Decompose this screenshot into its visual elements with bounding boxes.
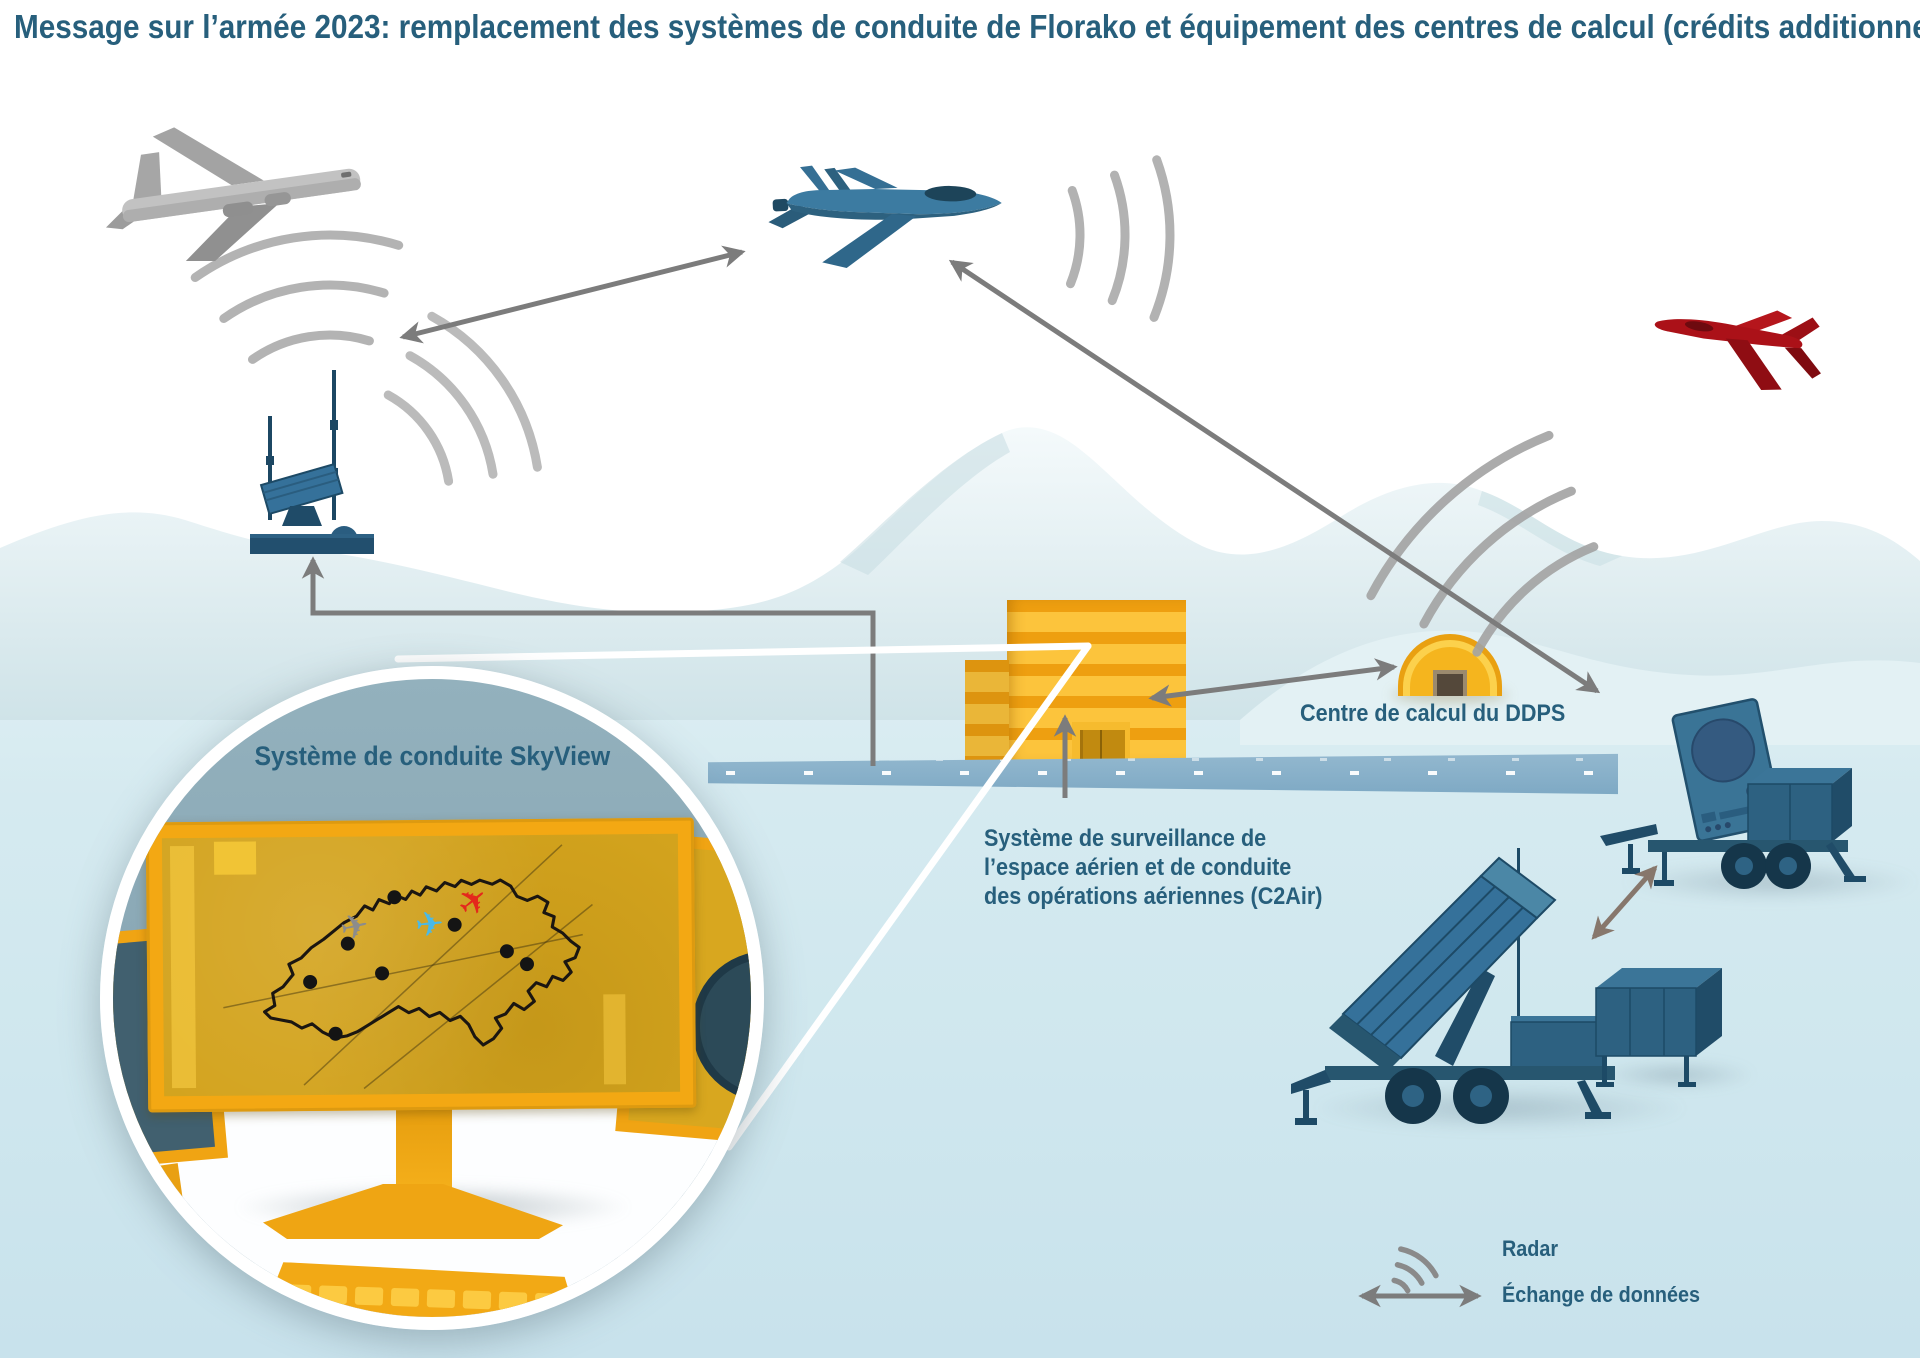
switzerland-border (263, 878, 581, 1047)
side-monitor-left-stand (113, 1163, 188, 1245)
page-title: Message sur l’armée 2023: remplacement d… (14, 8, 1920, 46)
c2air-label-line1: Système de surveillance de (984, 825, 1267, 852)
equipment-container (1595, 968, 1722, 1087)
keyboard-key (283, 1284, 312, 1303)
radar-site-dot (328, 1026, 343, 1041)
enemy-aircraft (1654, 310, 1821, 391)
florako-radar-station (250, 370, 374, 554)
keyboard-key (355, 1287, 384, 1306)
skyview-monitor: ✈ ✈ ✈ (145, 817, 697, 1113)
radar-scope-icon (685, 944, 751, 1109)
building-door (1080, 730, 1125, 762)
radar-site-dot (340, 936, 355, 951)
building-door-split (1100, 730, 1102, 762)
keyboard-key (463, 1290, 492, 1309)
map-plane-blue-icon: ✈ (413, 904, 446, 946)
keyboard-key (391, 1288, 420, 1307)
keyboard-key (499, 1292, 528, 1311)
skyview-screen: ✈ ✈ ✈ (161, 833, 681, 1097)
skyview-inset: Système de conduite SkyView (100, 666, 764, 1330)
radar-site-dot (447, 917, 462, 932)
runway-centerline (726, 770, 1600, 775)
radar-site-dots (303, 890, 534, 1041)
keyboard-key (427, 1289, 456, 1308)
runway-edge-marks (744, 758, 1600, 762)
skyview-title-text: Système de conduite SkyView (254, 741, 610, 771)
c2air-label-line3: des opérations aériennes (C2Air) (984, 883, 1323, 910)
keyboard-key (535, 1293, 564, 1312)
f35-fighter-jet (768, 165, 1002, 269)
c2air-building-annex (965, 660, 1009, 762)
patriot-radar-trailer (1600, 698, 1866, 889)
legend-exchange-text: Échange de données (1502, 1282, 1701, 1307)
radar-site-dot (519, 957, 534, 972)
ddps-dome-door-inner (1437, 674, 1463, 696)
box-shadow (1596, 1060, 1756, 1090)
c2air-label: Système de surveillance de l’espace aéri… (984, 824, 1360, 911)
radar-site-dot (387, 890, 402, 905)
switzerland-map (223, 844, 593, 1090)
page-title-text: Message sur l’armée 2023: remplacement d… (14, 8, 1920, 45)
monitor-stand-neck (396, 1103, 452, 1195)
c2air-label-line2: l’espace aérien et de conduite (984, 854, 1292, 881)
legend-radar-text: Radar (1502, 1236, 1559, 1261)
legend-radar-label: Radar (1502, 1236, 1564, 1262)
radar-site-dot (499, 944, 514, 959)
legend-exchange-label: Échange de données (1502, 1282, 1722, 1308)
ddps-label-text: Centre de calcul du DDPS (1300, 700, 1566, 727)
radar-site-dot (375, 966, 390, 981)
passenger-aircraft (105, 127, 361, 261)
skyview-title: Système de conduite SkyView (113, 741, 751, 772)
keyboard-key (319, 1285, 348, 1304)
radar-site-dot (303, 974, 318, 989)
ddps-label: Centre de calcul du DDPS (1300, 700, 1595, 728)
